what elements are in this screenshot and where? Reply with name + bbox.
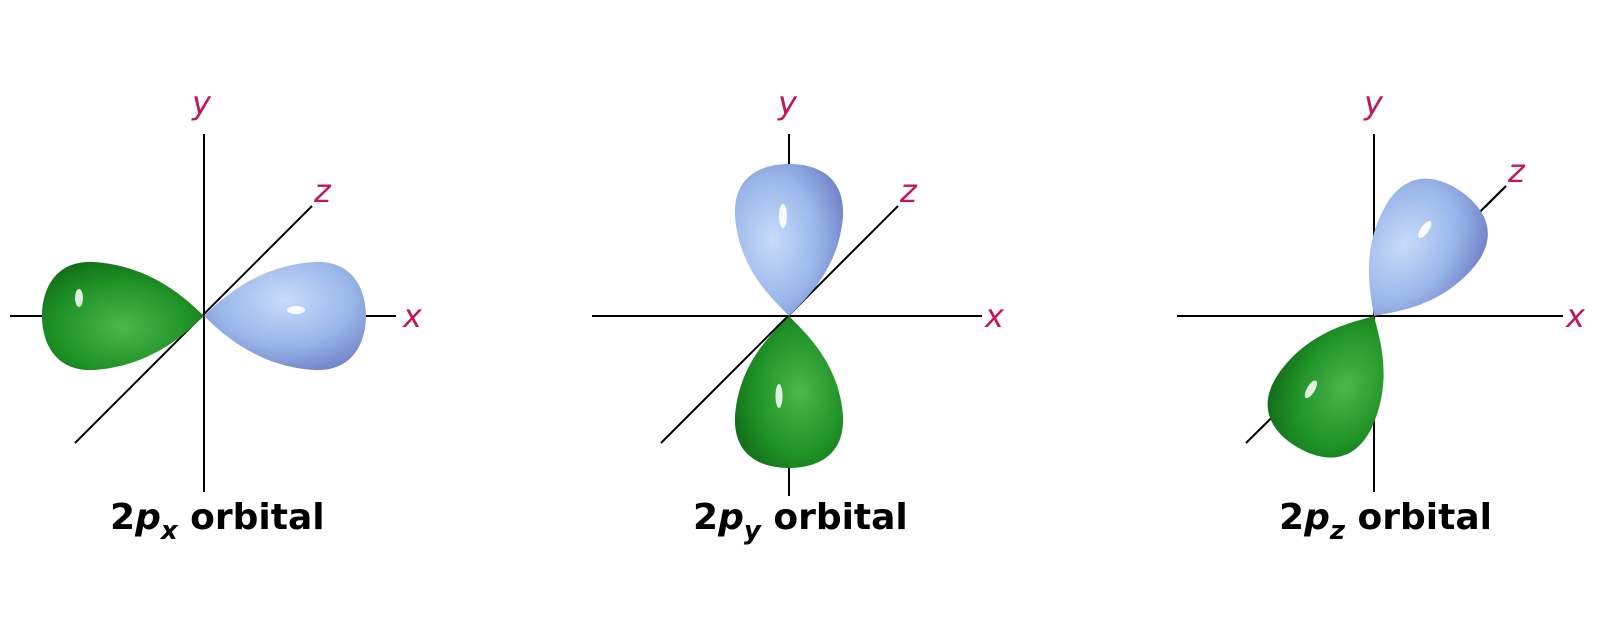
caption-prefix: 2 <box>693 497 719 538</box>
positive-lobe <box>1368 178 1488 316</box>
caption-subscript: y <box>743 516 761 546</box>
x-axis-label: x <box>402 297 423 335</box>
negative-lobe <box>1267 316 1384 458</box>
y-axis-label: y <box>191 84 212 122</box>
caption-subscript: x <box>160 516 178 546</box>
caption-p: p <box>718 497 744 538</box>
y-axis-label: y <box>777 84 798 122</box>
z-axis-label: z <box>313 172 332 210</box>
caption-2px: 2px orbital <box>110 497 325 544</box>
caption-prefix: 2 <box>1279 497 1305 538</box>
negative-lobe <box>42 261 204 371</box>
x-axis-label: x <box>1565 297 1586 335</box>
caption-2py: 2py orbital <box>693 497 908 544</box>
caption-subscript: z <box>1329 516 1345 546</box>
caption-prefix: 2 <box>110 497 136 538</box>
caption-2pz: 2pz orbital <box>1279 497 1492 544</box>
caption-p: p <box>1304 497 1330 538</box>
panel-2py: y z x <box>592 84 1005 496</box>
caption-suffix: orbital <box>177 497 325 538</box>
z-axis-tip <box>1484 185 1507 208</box>
z-axis-line <box>660 205 899 444</box>
negative-lobe <box>734 316 844 468</box>
caption-suffix: orbital <box>1344 497 1492 538</box>
caption-p: p <box>135 497 161 538</box>
caption-suffix: orbital <box>760 497 908 538</box>
x-axis-label: x <box>984 297 1005 335</box>
positive-lobe <box>204 261 366 371</box>
panel-2px: y z x <box>10 84 423 492</box>
panel-2pz: y z x <box>1177 84 1586 492</box>
z-axis-label: z <box>899 172 918 210</box>
z-axis-label: z <box>1507 152 1526 190</box>
positive-lobe <box>734 164 844 316</box>
y-axis-label: y <box>1363 84 1384 122</box>
